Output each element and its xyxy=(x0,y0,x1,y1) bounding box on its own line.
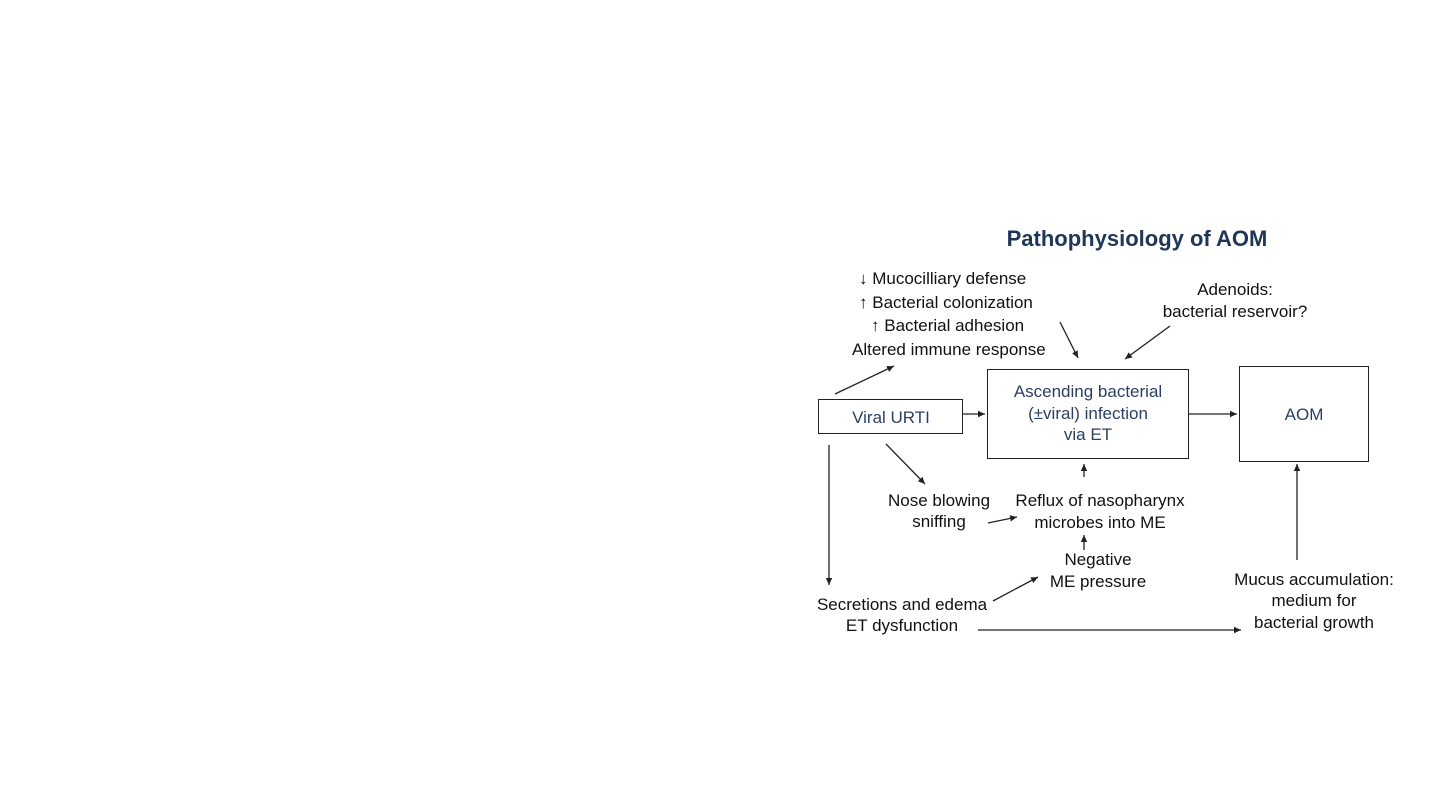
ascending-line-1: Ascending bacterial xyxy=(1013,382,1163,401)
viral-urti-box: Viral URTI xyxy=(818,399,963,434)
et-dysfunction-label: ET dysfunction xyxy=(845,616,959,635)
arrow-adenoids-to-ascending xyxy=(1124,325,1171,360)
ascending-line-3: via ET xyxy=(1063,425,1113,444)
effect-colonization: ↑ Bacterial colonization xyxy=(859,293,1033,312)
arrow-urti-to-effects xyxy=(834,365,895,395)
arrow-urti-to-nose-blowing xyxy=(885,443,926,485)
reflux-label: Reflux of nasopharynx xyxy=(1015,491,1185,510)
viral-urti-label: Viral URTI xyxy=(852,408,930,427)
me-pressure-label: ME pressure xyxy=(1049,572,1147,591)
diagram-title: Pathophysiology of AOM xyxy=(1006,226,1268,251)
reflux-sublabel: microbes into ME xyxy=(1034,513,1166,532)
up-arrow-icon: ↑ xyxy=(871,316,880,335)
adenoids-sublabel: bacterial reservoir? xyxy=(1162,302,1308,321)
effect-immune-response: Altered immune response xyxy=(852,340,1046,359)
negative-label: Negative xyxy=(1064,550,1132,569)
up-arrow-icon: ↑ xyxy=(859,293,868,312)
adenoids-label: Adenoids: xyxy=(1197,280,1273,299)
effect-adhesion: ↑ Bacterial adhesion xyxy=(871,316,1025,335)
secretions-label: Secretions and edema xyxy=(816,595,988,614)
mucus-sublabel-1: medium for xyxy=(1271,591,1357,610)
down-arrow-icon: ↓ xyxy=(859,269,868,288)
arrow-nose-to-reflux xyxy=(987,515,1018,524)
ascending-line-2: (±viral) infection xyxy=(1028,404,1148,423)
aom-label: AOM xyxy=(1284,405,1324,424)
arrow-secretions-to-negative xyxy=(992,576,1039,602)
effect-mucociliary: ↓ Mucocilliary defense xyxy=(859,269,1027,288)
ascending-infection-box: Ascending bacterial (±viral) infection v… xyxy=(987,369,1189,459)
mucus-sublabel-2: bacterial growth xyxy=(1253,613,1375,632)
nose-blowing-label: Nose blowing xyxy=(887,491,991,510)
sniffing-label: sniffing xyxy=(912,512,966,531)
aom-box: AOM xyxy=(1239,366,1369,462)
arrow-effects-to-ascending xyxy=(1059,321,1079,359)
mucus-label: Mucus accumulation: xyxy=(1234,570,1394,589)
